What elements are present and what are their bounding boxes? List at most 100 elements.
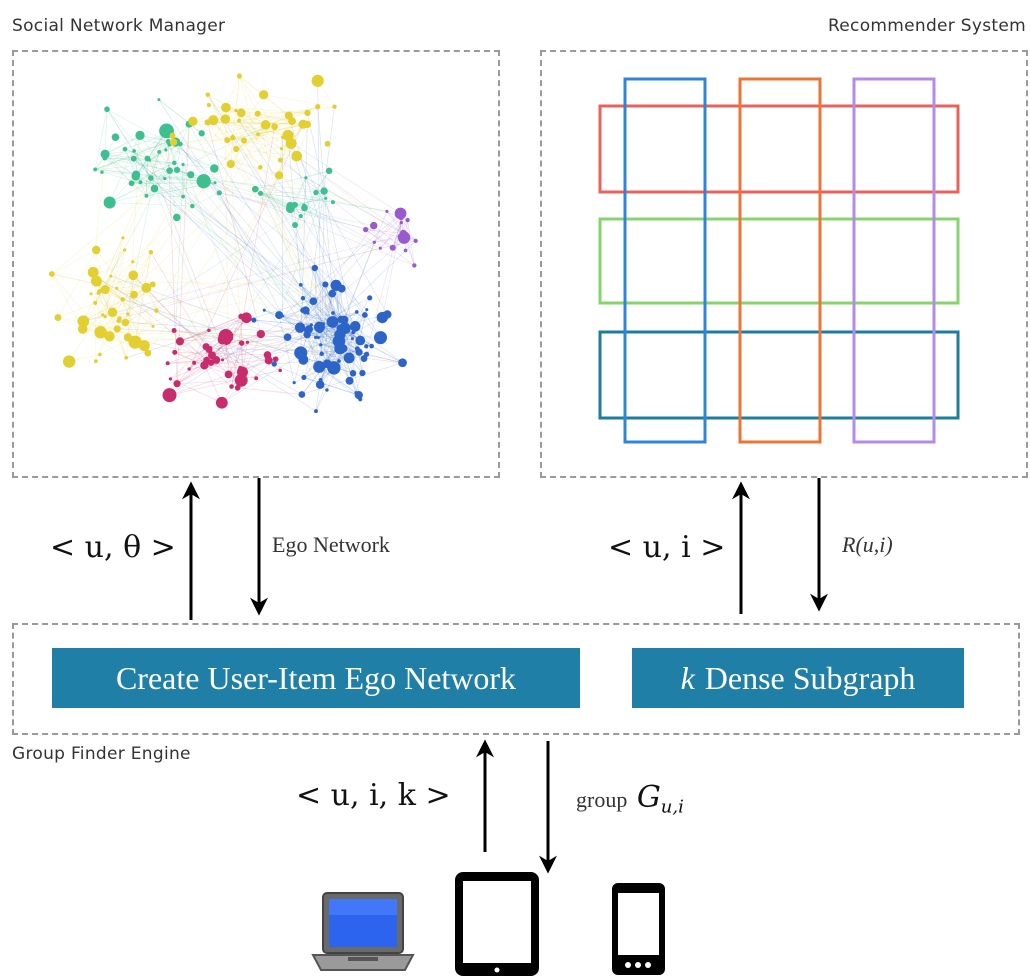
- network-edge: [235, 110, 383, 318]
- network-edge: [158, 99, 202, 134]
- network-edge: [311, 324, 319, 338]
- network-edge: [97, 293, 127, 358]
- network-edge: [147, 188, 256, 354]
- network-edge: [303, 377, 359, 396]
- network-node: [291, 150, 303, 162]
- network-node: [97, 282, 101, 287]
- network-edge: [101, 148, 126, 173]
- network-edge: [95, 141, 169, 170]
- network-edge: [317, 366, 357, 394]
- network-node: [359, 369, 366, 377]
- network-node: [144, 349, 152, 357]
- network-node: [128, 270, 139, 281]
- network-edge: [380, 222, 402, 249]
- network-node: [62, 355, 76, 368]
- network-edge: [94, 143, 181, 304]
- network-edge: [323, 293, 333, 325]
- network-edge: [300, 352, 357, 394]
- network-node: [309, 297, 318, 306]
- network-edge: [156, 310, 317, 412]
- network-edge: [341, 288, 366, 316]
- network-node: [264, 356, 273, 365]
- network-node: [285, 138, 297, 149]
- network-node: [397, 234, 403, 239]
- network-edge: [188, 349, 210, 370]
- network-edge: [228, 342, 248, 375]
- network-node: [109, 274, 113, 278]
- network-edge: [150, 151, 160, 179]
- network-edge: [105, 153, 215, 169]
- network-edge: [294, 224, 360, 396]
- network-edge: [83, 237, 124, 322]
- network-node: [365, 308, 369, 312]
- network-edge: [188, 123, 215, 169]
- network-node: [343, 352, 355, 364]
- network-edge: [135, 137, 140, 177]
- network-edge: [115, 136, 170, 145]
- create-user-item-ego-network-button[interactable]: Create User-Item Ego Network: [52, 648, 580, 708]
- network-edge: [221, 358, 276, 404]
- network-edge: [109, 180, 204, 203]
- network-node: [403, 248, 408, 253]
- network-node: [350, 337, 354, 341]
- network-edge: [305, 170, 330, 179]
- network-edge: [135, 130, 167, 177]
- network-edge: [104, 153, 132, 184]
- network-edge: [307, 312, 360, 353]
- network-edge: [106, 109, 152, 179]
- network-edge: [83, 241, 375, 322]
- network-node: [258, 165, 263, 170]
- network-edge: [95, 249, 154, 327]
- network-edge: [227, 123, 304, 141]
- network-edge: [188, 346, 207, 370]
- network-edge: [51, 188, 155, 275]
- network-node: [373, 331, 388, 345]
- network-node: [206, 102, 212, 108]
- network-edge: [132, 261, 324, 325]
- network-node: [315, 103, 321, 110]
- network-node: [360, 355, 368, 362]
- network-node: [369, 221, 378, 230]
- network-edge: [100, 113, 258, 333]
- network-node: [188, 116, 198, 127]
- network-edge: [303, 377, 359, 396]
- network-edge: [94, 157, 106, 170]
- network-node: [131, 260, 135, 264]
- network-node: [389, 244, 396, 251]
- network-edge: [131, 162, 175, 184]
- network-edge: [236, 148, 297, 157]
- network-edge: [179, 316, 242, 342]
- network-node: [221, 358, 225, 362]
- network-edge: [109, 170, 170, 203]
- network-node: [100, 170, 104, 174]
- network-node: [138, 180, 143, 185]
- network-node: [319, 351, 324, 357]
- network-edge: [158, 151, 321, 385]
- network-edge: [315, 293, 333, 412]
- network-edge: [105, 150, 135, 155]
- network-node: [337, 284, 346, 293]
- network-node: [363, 351, 370, 357]
- network-edge: [239, 75, 275, 127]
- network-node: [369, 343, 374, 349]
- network-edge: [317, 106, 333, 294]
- k-dense-subgraph-button[interactable]: k Dense Subgraph: [632, 648, 964, 708]
- network-edge: [146, 134, 164, 196]
- network-node: [394, 207, 407, 220]
- network-edge: [176, 169, 415, 266]
- network-edge: [146, 195, 184, 197]
- network-edge: [102, 249, 126, 316]
- network-edge: [294, 190, 325, 226]
- network-edge: [104, 118, 226, 317]
- network-edge: [208, 104, 259, 135]
- network-edge: [278, 137, 283, 176]
- network-edge: [192, 192, 220, 207]
- network-edge: [109, 136, 140, 203]
- network-edge: [407, 219, 415, 266]
- network-node: [294, 322, 306, 333]
- network-edge: [303, 177, 307, 206]
- network-edge: [232, 137, 353, 339]
- network-edge: [150, 177, 229, 375]
- network-edge: [278, 315, 295, 383]
